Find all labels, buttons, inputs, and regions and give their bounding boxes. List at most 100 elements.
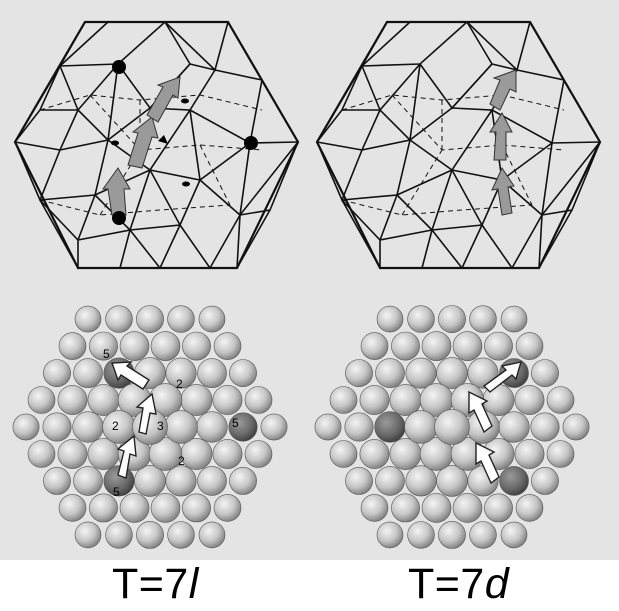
capsid-subunit (390, 384, 421, 415)
capsid-subunit (214, 333, 241, 360)
capsid-subunit (151, 332, 180, 361)
capsid-subunit (315, 414, 341, 440)
capsid-subunit (330, 387, 357, 414)
capsid-subunit (390, 438, 421, 469)
capsid-subunit (106, 306, 133, 333)
capsid-subunit (213, 385, 242, 414)
capsid-subunit (406, 358, 436, 388)
capsid-subunit (437, 465, 468, 496)
capsid-subunit (181, 438, 212, 469)
capsid-subunit (484, 494, 512, 522)
capsid-subunit (406, 466, 436, 496)
capsid-subunit (531, 360, 558, 387)
capsid-subunit (422, 332, 451, 361)
capsid-subunit (563, 414, 589, 440)
caption-left: T=7l (112, 560, 199, 608)
capsid-subunit (345, 467, 372, 494)
capsid-subunit (88, 438, 119, 469)
capsid-subunit (245, 387, 272, 414)
capsid-subunit (376, 359, 405, 388)
capsid-subunit (377, 522, 403, 548)
capsid-subunit (361, 494, 388, 521)
capsid-subunit (516, 494, 543, 521)
capsid-subunit (547, 441, 574, 468)
capsid-subunit (360, 439, 389, 468)
capsid-subunit (453, 493, 482, 522)
capsid-subunit (515, 385, 544, 414)
capsid-subunit (408, 522, 435, 549)
capsid-subunit (345, 360, 372, 387)
capsid-subunit (261, 414, 287, 440)
capsid-subunit (136, 521, 163, 548)
label-5-bottom: 5 (113, 485, 120, 499)
capsid-subunit (376, 466, 405, 495)
capsid-subunit (74, 359, 103, 388)
capsid-subunit (405, 411, 438, 444)
capsid-subunit (499, 412, 530, 443)
capsid-subunit (470, 522, 497, 549)
label-2-a: 2 (176, 377, 183, 391)
capsid-subunit (135, 465, 166, 496)
capsid-subunit (531, 413, 559, 441)
label-2-c: 2 (178, 454, 185, 468)
capsid-subunit (120, 332, 149, 361)
capsid-subunit (198, 359, 227, 388)
capsid-subunit (360, 385, 389, 414)
capsid-subunit (408, 306, 435, 333)
capsid-subunit (59, 333, 86, 360)
capsid-subunit (59, 494, 86, 521)
label-5-right: 5 (232, 416, 239, 430)
capsid-subunit (199, 306, 225, 332)
capsid-subunit (391, 494, 419, 522)
capsid-subunit (58, 439, 87, 468)
label-5-top: 5 (103, 347, 110, 361)
caption-right: T=7d (408, 560, 509, 608)
capsid-subunit (547, 387, 574, 414)
capsid-subunit (199, 522, 225, 548)
capsid-subunit (377, 306, 403, 332)
capsid-subunit (245, 441, 272, 468)
capsid-subunit (43, 467, 70, 494)
capsid-subunit (330, 441, 357, 468)
capsid-subunit (43, 413, 71, 441)
capsid-subunit (106, 522, 133, 549)
caption-right-letter: d (485, 560, 509, 608)
capsid-subunit (470, 306, 497, 333)
capsid-subunit (516, 333, 543, 360)
caption-left-main: T=7 (112, 560, 189, 608)
capsid-subunit (28, 387, 55, 414)
capsid-subunit (182, 494, 210, 522)
capsid-subunit-dark (375, 412, 406, 443)
capsid-subunit (438, 306, 465, 333)
capsid-subunit (515, 439, 544, 468)
capsid-subunit (168, 306, 195, 333)
capsid-subunit (88, 384, 119, 415)
capsid-subunit (361, 333, 388, 360)
capsid-subunit (422, 493, 451, 522)
capsid-subunit (120, 493, 149, 522)
capsid-subunit (165, 411, 198, 444)
capsid-subunit-dark (500, 466, 529, 495)
capsid-subunit (13, 414, 39, 440)
capsid-subunit (229, 467, 256, 494)
capsid-subunit (43, 360, 70, 387)
capsid-subunit (151, 493, 180, 522)
capsid-subunit (58, 385, 87, 414)
label-2-b: 2 (112, 419, 119, 433)
capsid-subunit (28, 441, 55, 468)
caption-left-letter: l (189, 560, 199, 608)
caption-right-main: T=7 (408, 560, 485, 608)
capsid-subunit (198, 466, 227, 495)
capsid-subunit (168, 522, 195, 549)
capsid-subunit (501, 522, 527, 548)
capsid-subunit (391, 332, 419, 360)
capsid-subunit (75, 522, 101, 548)
capsid-subunit (214, 494, 241, 521)
capsid-subunit (531, 467, 558, 494)
capsid-subunit (453, 332, 482, 361)
capsid-subunit (182, 332, 210, 360)
capsid-subunit (435, 410, 470, 445)
capsid-subunit (229, 360, 256, 387)
capsid-subunit (213, 439, 242, 468)
